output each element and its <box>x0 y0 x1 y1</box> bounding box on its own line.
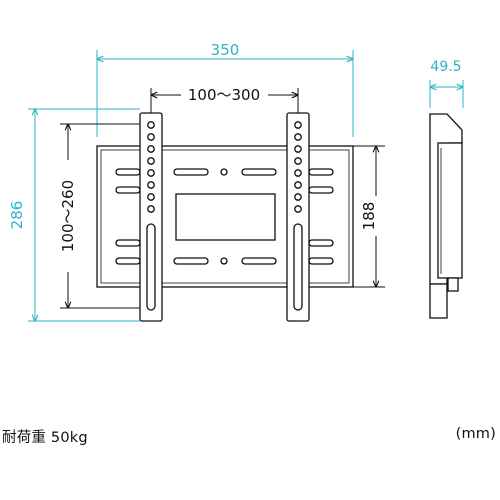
left-mounting-arm <box>139 112 163 322</box>
overall-height-dimension <box>28 109 140 321</box>
horizontal-hole-dimension <box>151 88 298 116</box>
vertical-hole-label: 100～260 <box>59 180 77 252</box>
vertical-hole-dimension <box>60 124 148 308</box>
right-mounting-arm <box>286 112 310 322</box>
plate-height-dimension <box>352 146 385 287</box>
overall-height-label: 286 <box>8 201 26 230</box>
load-capacity-text: 耐荷重 50kg <box>2 430 88 446</box>
depth-dimension <box>430 80 463 108</box>
plate-height-label: 188 <box>360 202 378 231</box>
side-view <box>429 113 463 319</box>
horizontal-hole-label: 100～300 <box>188 86 260 104</box>
unit-text: (mm) <box>455 426 496 442</box>
wall-plate <box>96 145 354 288</box>
overall-width-label: 350 <box>211 41 240 59</box>
overall-width-dimension <box>97 50 353 137</box>
depth-label: 49.5 <box>430 59 461 75</box>
